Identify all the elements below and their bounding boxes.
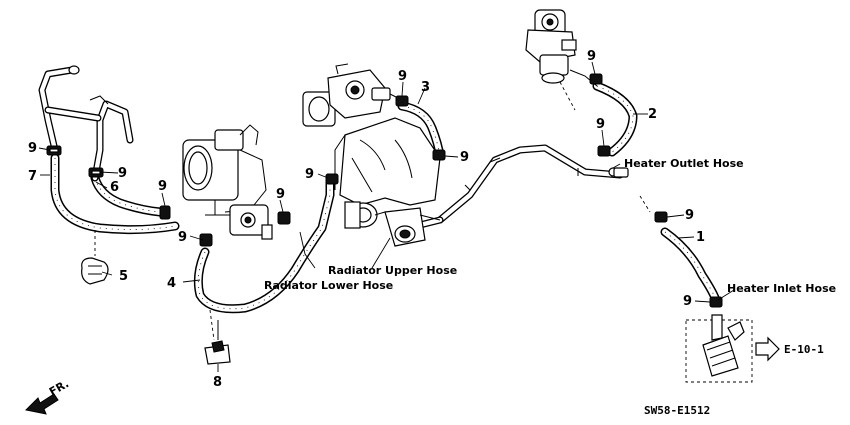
heater-valve	[525, 9, 598, 111]
callout-7: 7	[28, 169, 37, 184]
clamp-9g	[395, 95, 409, 107]
clamp-9j	[597, 145, 611, 157]
label-diagram-code: SW58-E1512	[644, 404, 710, 417]
callout-9: 9	[178, 230, 187, 245]
intake-manifold	[334, 117, 441, 247]
label-heater-outlet-hose: Heater Outlet Hose	[624, 157, 744, 170]
callout-9: 9	[158, 179, 167, 194]
label-reference-target: E-10-1	[784, 343, 824, 356]
clamp-9a	[46, 145, 62, 156]
label-radiator-lower-hose: Radiator Lower Hose	[264, 279, 393, 292]
callout-9: 9	[685, 208, 694, 223]
callout-9: 9	[276, 187, 285, 202]
clamp-9b	[88, 167, 104, 178]
water-pipe-assembly	[416, 144, 629, 229]
callout-6: 6	[110, 180, 119, 195]
clamp-9k	[654, 211, 668, 223]
callout-9: 9	[587, 49, 596, 64]
label-radiator-upper-hose: Radiator Upper Hose	[328, 264, 457, 277]
clamp-9e	[277, 211, 291, 225]
callout-4: 4	[167, 276, 176, 291]
label-front-indicator: FR.	[47, 377, 71, 398]
callout-9: 9	[683, 294, 692, 309]
label-heater-inlet-hose: Heater Inlet Hose	[727, 282, 836, 295]
callout-9: 9	[460, 150, 469, 165]
part-labels: Heater Outlet Hose Heater Inlet Hose Rad…	[47, 157, 836, 417]
callout-9: 9	[305, 167, 314, 182]
reference-arrow	[755, 336, 780, 362]
leader-lines	[38, 61, 735, 372]
clamp-9i	[589, 73, 603, 85]
front-arrow-icon	[24, 393, 59, 415]
hose-1-heater-inlet	[660, 227, 721, 305]
callout-2: 2	[648, 107, 657, 122]
bypass-pipes	[38, 65, 134, 182]
callout-9: 9	[118, 166, 127, 181]
idle-air-control-valve	[302, 63, 403, 127]
hose-6	[90, 173, 165, 217]
throttle-body	[182, 124, 273, 240]
callout-9: 9	[596, 117, 605, 132]
callout-numbers: 9 9 6 7 9 9 9 9 9 3 9 9 2 9 9 1 9 5 4 8	[28, 49, 705, 390]
hose-4-radiator-lower	[193, 177, 335, 314]
hose-holder-5	[81, 257, 109, 285]
hose-3	[397, 101, 445, 161]
callout-8: 8	[213, 375, 222, 390]
callout-5: 5	[119, 269, 128, 284]
hose-holder-8	[204, 320, 231, 365]
clamp-9d	[199, 233, 213, 247]
heater-core-area	[639, 195, 753, 383]
clamp-9c	[159, 205, 171, 220]
callout-9: 9	[398, 69, 407, 84]
hose-2-heater-outlet	[592, 81, 638, 157]
clamp-9h	[432, 149, 446, 161]
clamp-9f	[325, 173, 339, 185]
hose-7	[50, 153, 180, 235]
callout-1: 1	[696, 230, 705, 245]
callout-3: 3	[421, 80, 430, 95]
callout-9: 9	[28, 141, 37, 156]
